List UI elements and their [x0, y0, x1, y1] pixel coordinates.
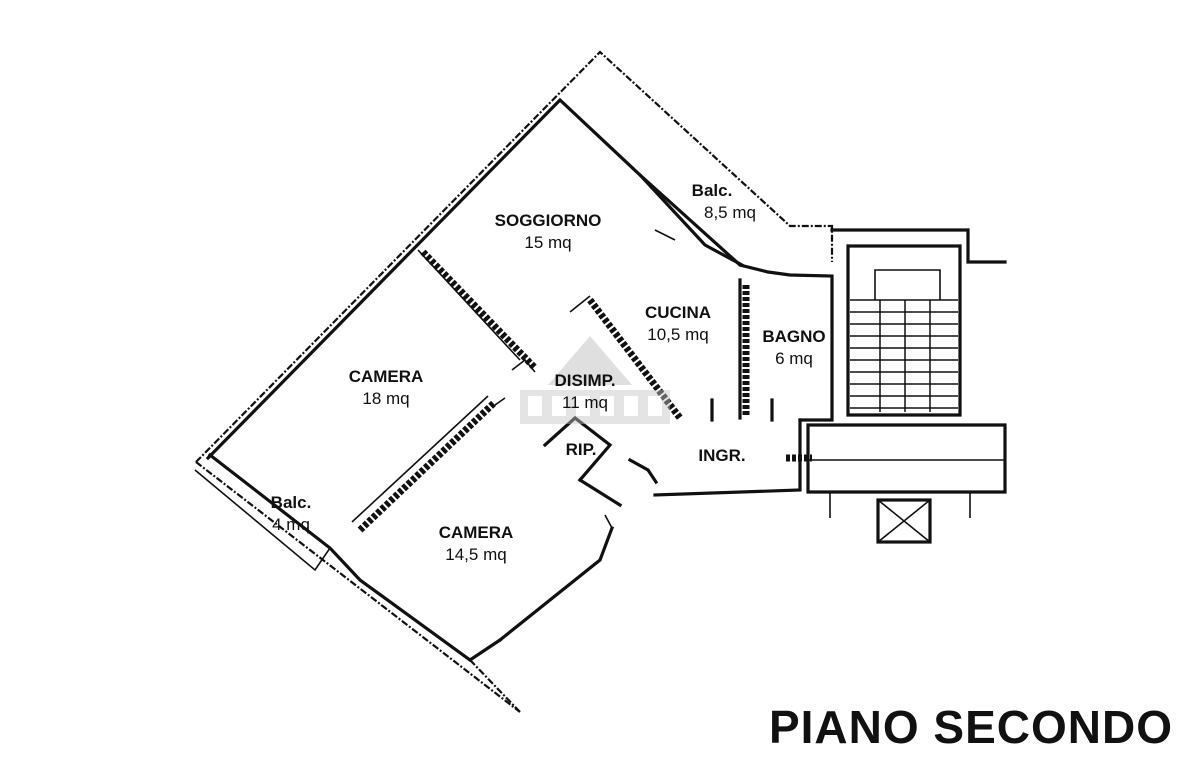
room-area: 6 mq	[775, 349, 813, 368]
room-balcone-2: Balc. 4 mq	[271, 492, 312, 536]
room-cucina: CUCINA 10,5 mq	[645, 302, 711, 346]
room-disimpegno: DISIMP. 11 mq	[554, 370, 615, 414]
room-name: CAMERA	[348, 367, 424, 386]
room-name: SOGGIORNO	[494, 211, 602, 230]
elevator-shaft	[876, 498, 932, 544]
floor-title: PIANO SECONDO	[768, 701, 1173, 753]
room-name: DISIMP.	[554, 371, 616, 390]
room-camera-1: CAMERA 18 mq	[349, 366, 424, 410]
room-area: 11 mq	[562, 393, 608, 412]
room-name: BAGNO	[762, 327, 826, 346]
outer-walls	[194, 50, 834, 713]
stairwell	[806, 228, 1007, 518]
room-bagno: BAGNO 6 mq	[762, 326, 825, 370]
room-area: 14,5 mq	[445, 545, 507, 564]
room-ingresso: INGR.	[698, 446, 746, 465]
interior-walls	[351, 172, 812, 643]
room-area: 4 mq	[272, 515, 310, 534]
room-area: 10,5 mq	[647, 325, 709, 344]
room-soggiorno: SOGGIORNO 15 mq	[495, 210, 602, 254]
watermark-logo	[520, 336, 670, 424]
room-balcone-1: Balc. 8,5 mq	[668, 180, 756, 224]
room-camera-2: CAMERA 14,5 mq	[439, 522, 514, 566]
room-name: Balc.	[270, 493, 312, 512]
room-ripostiglio: RIP.	[565, 440, 597, 459]
room-area: 15 mq	[524, 233, 572, 252]
room-name: CUCINA	[644, 303, 712, 322]
room-area: 8,5 mq	[704, 203, 756, 222]
room-name: CAMERA	[438, 523, 514, 542]
room-name: Balc.	[691, 181, 733, 200]
room-area: 18 mq	[362, 389, 410, 408]
